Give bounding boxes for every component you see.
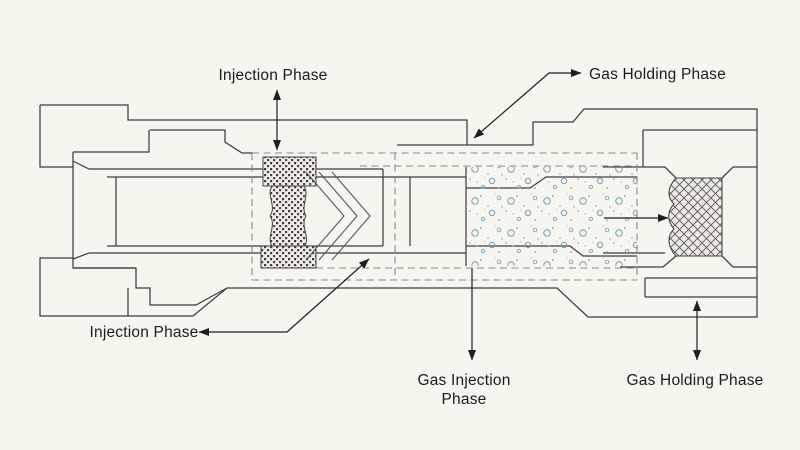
right-shoulder-bottom-right — [721, 255, 757, 268]
leader-arrows — [198, 69, 701, 361]
crosshatch-seal-body — [668, 177, 723, 257]
upper-collar-step — [150, 129, 253, 154]
arrow-top-gas-holding — [473, 69, 582, 139]
label-gas-holding-phase-top: Gas Holding Phase — [589, 66, 726, 83]
chevron-seal-3 — [331, 171, 371, 261]
arrow-bottom-injection — [198, 258, 370, 336]
upper-body-profile — [40, 104, 468, 145]
left-block-top — [39, 105, 73, 168]
right-bottom-block-lines — [644, 277, 757, 298]
knurled-plug-waist — [269, 185, 307, 247]
knurled-plug-bottom-band — [260, 245, 317, 269]
upper-step-line — [73, 130, 150, 153]
chevron-seal-1 — [305, 171, 345, 261]
gas-chamber — [466, 167, 637, 266]
gas-bubble-region — [466, 167, 637, 266]
knurled-plug — [260, 156, 317, 269]
diagram-labels: Injection Phase Gas Holding Phase Inject… — [90, 66, 764, 408]
chevron-seal-2 — [318, 171, 358, 261]
label-gas-holding-phase-bottom: Gas Holding Phase — [627, 372, 764, 389]
label-gas-injection-phase-line2: Phase — [442, 391, 487, 408]
right-shoulder-top — [721, 166, 757, 179]
chevron-seals — [305, 171, 371, 261]
knurled-plug-top-band — [262, 156, 317, 187]
label-gas-injection-phase-line1: Gas Injection — [417, 372, 510, 389]
label-injection-phase-bottom: Injection Phase — [90, 324, 199, 341]
crosshatch-seal — [668, 177, 723, 257]
right-shoulder-bottom-outer — [620, 255, 677, 268]
conduit-bottom-wall-outer — [72, 252, 466, 260]
label-injection-phase-top: Injection Phase — [219, 67, 328, 84]
right-top-block-lines — [642, 129, 757, 167]
